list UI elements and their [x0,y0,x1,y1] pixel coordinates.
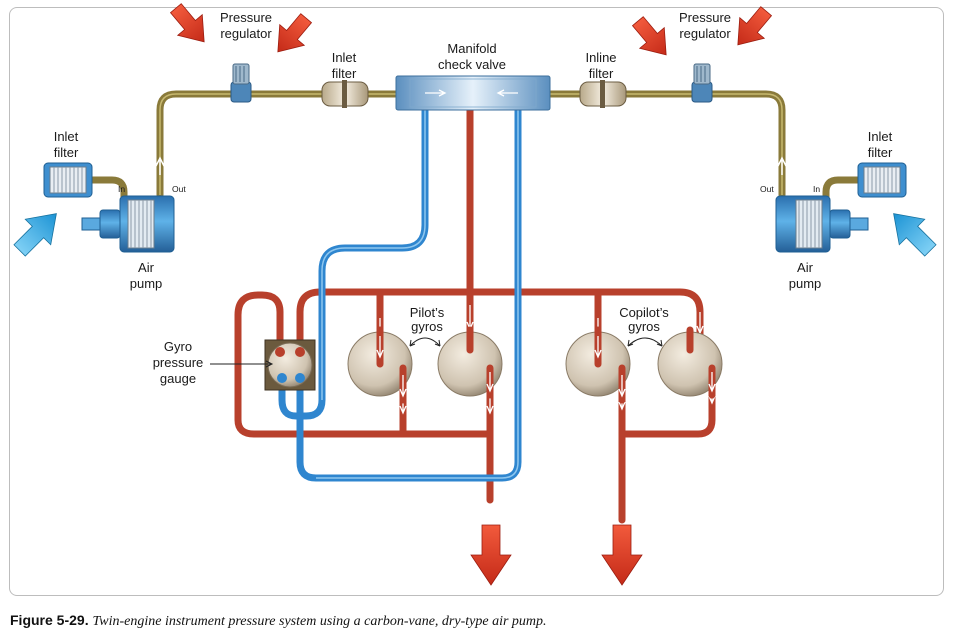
label-inlet-filter-left-1: Inlet [54,129,79,144]
label-pilots-gyros-1: Pilot’s [410,305,445,320]
gyro-stub-arrows [376,336,716,398]
pressure-regulator-left [230,63,252,103]
inlet-filter-left [43,162,93,198]
gauge-leader-line [210,360,274,368]
air-pump-left [81,195,175,253]
figure-caption-text: Twin-engine instrument pressure system u… [92,614,547,629]
intake-arrow-left [13,213,57,257]
label-port-out-right: Out [760,184,774,194]
label-pressure-regulator-left-2: regulator [220,26,272,41]
label-gyro-gauge-2: pressure [153,355,204,370]
label-gyro-gauge-3: gauge [160,371,196,386]
label-manifold-2: check valve [438,57,506,72]
exhaust-arrow-bottom-left [470,524,512,586]
label-gyro-gauge-1: Gyro [164,339,192,354]
exhaust-arrow-bottom-right [601,524,643,586]
exhaust-arrow-3 [631,16,667,56]
blue-highlight-left [321,108,426,400]
label-inline-filter-1: Inline [585,50,616,65]
air-pump-right [775,195,869,253]
intake-arrow-right [893,213,937,257]
copilot-gyros-pointer-heads [627,339,663,347]
exhaust-arrow-2 [277,13,313,53]
pilot-gyros-pointer [409,337,441,347]
label-inlet-filter-top-1: Inlet [332,50,357,65]
label-pressure-regulator-left-1: Pressure [220,10,272,25]
right-inlet-hose [822,176,862,204]
label-pressure-regulator-right-1: Pressure [679,10,731,25]
inlet-filter-top-left [321,80,369,108]
figure-number: Figure 5-29. [10,612,89,628]
label-copilots-gyros-1: Copilot’s [619,305,669,320]
pilot-gyros-pointer-heads [409,339,441,347]
label-inlet-filter-right-2: filter [868,145,893,160]
label-air-pump-left-2: pump [130,276,163,291]
copilot-gyros-pointer [627,337,663,347]
gyro-pressure-gauge [264,339,316,391]
out-arrow-left [155,156,165,175]
left-supply-line [156,90,404,199]
left-inlet-hose [88,176,128,204]
inlet-filter-right [857,162,907,198]
label-air-pump-right-1: Air [797,260,814,275]
red-manifold-right [466,288,704,354]
label-manifold-1: Manifold [447,41,496,56]
label-port-in-left: In [118,184,125,194]
left-supply-highlight [159,93,400,195]
label-air-pump-left-1: Air [138,260,155,275]
label-air-pump-right-2: pump [789,276,822,291]
out-arrow-right [777,156,787,175]
label-inlet-filter-top-2: filter [332,66,357,81]
label-port-out-left: Out [172,184,186,194]
label-pressure-regulator-right-2: regulator [679,26,731,41]
label-pilots-gyros-2: gyros [411,319,443,334]
label-copilots-gyros-2: gyros [628,319,660,334]
figure-caption: Figure 5-29. Twin-engine instrument pres… [10,612,547,630]
label-port-in-right: In [813,184,820,194]
pressure-regulator-right [691,63,713,103]
red-copilot-out2 [618,368,716,438]
label-inlet-filter-left-2: filter [54,145,79,160]
label-inline-filter-2: filter [589,66,614,81]
right-supply-highlight [548,93,783,195]
blue-highlight-right [316,108,519,479]
exhaust-arrow-1 [169,3,205,43]
manifold-check-valve [395,75,551,111]
inline-filter-top-right [579,80,627,108]
right-supply-line [544,90,786,199]
red-loop-left [234,291,494,438]
exhaust-arrow-4 [737,6,773,46]
label-inlet-filter-right-1: Inlet [868,129,893,144]
